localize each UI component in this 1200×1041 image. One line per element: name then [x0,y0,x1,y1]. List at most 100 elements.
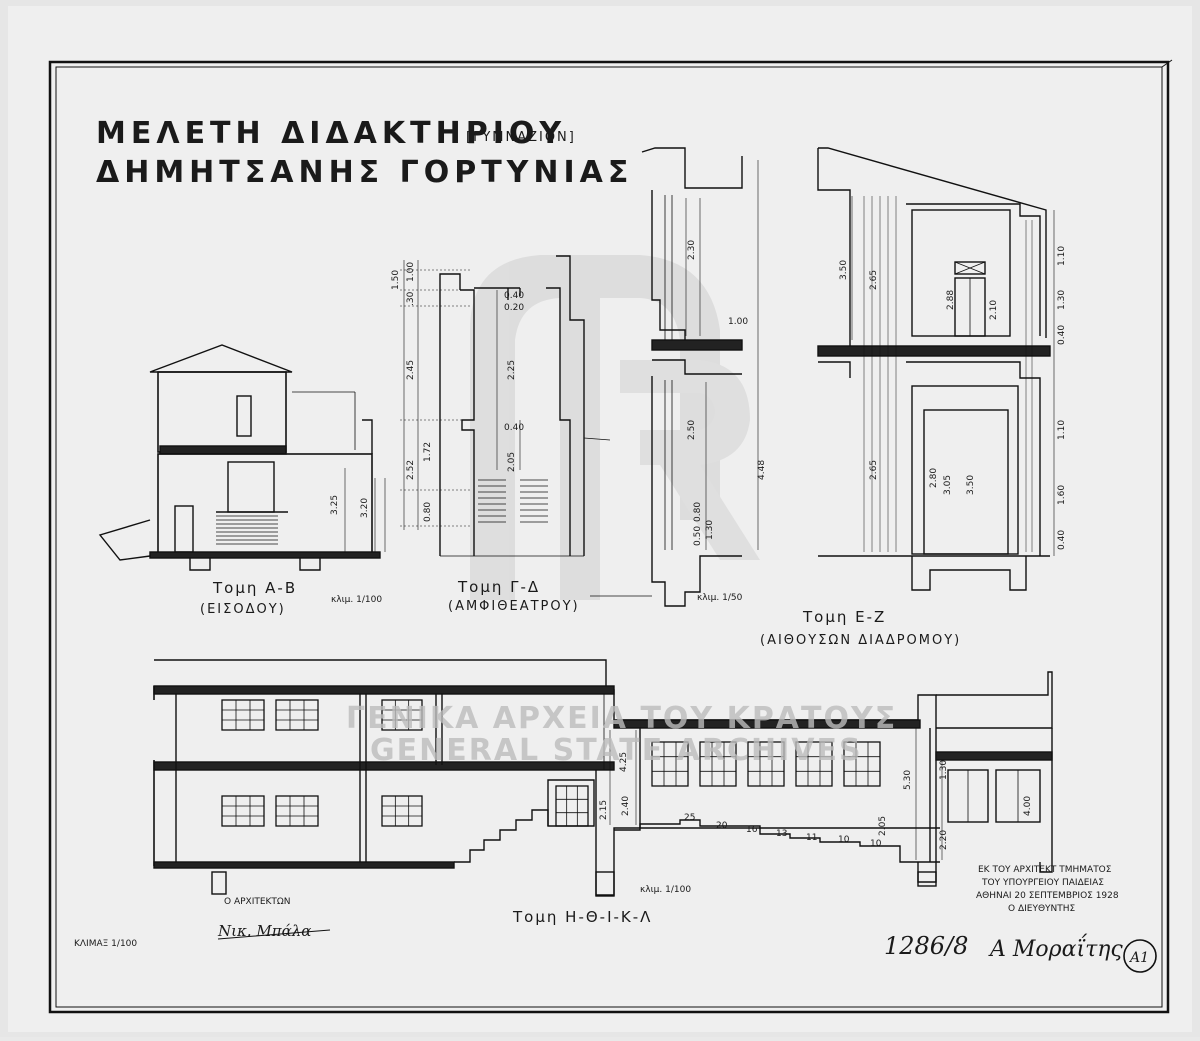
dim-gd-12: 2.05 [507,452,517,472]
dim-ez-8: 2.65 [869,460,879,480]
section-ab-scale: κλιμ. 1/100 [331,595,382,605]
drawing-scale: ΚΛΙΜΑΞ 1/100 [74,939,137,949]
step-level-5: 11 [806,833,817,843]
dim-long-2: 2.40 [621,796,631,816]
reference-number: 1286/8 [884,932,968,960]
section-ab-subtitle: (ΕΙΣΟΔΟΥ) [200,602,286,617]
dim-long-6: 2.20 [939,830,949,850]
dim-ez-14: 0.40 [1057,530,1067,550]
dim-gd-4: 2.45 [406,360,416,380]
dim-ez-7: 0.40 [1057,325,1067,345]
dim-gd-7: 0.80 [423,502,433,522]
dim-ez-11: 3.50 [966,475,976,495]
dept-line-3: ΑΘΗΝΑΙ 20 ΣΕΠΤΕΜΒΡΙΟΣ 1928 [976,891,1119,901]
window-8 [699,741,737,787]
window-3 [381,699,423,731]
dim-long-4: 5.30 [903,770,913,790]
watermark-line-1: ΓΕΝΙΚΑ ΑΡΧΕΙΑ ΤΟΥ ΚΡΑΤΟΥΣ [346,701,897,736]
dim-long-7: 4.00 [1023,796,1033,816]
dim-gd-11: 0.40 [504,423,524,433]
dim-gd-6: 1.72 [423,442,433,462]
section-gd-scale: κλιμ. 1/50 [697,593,743,603]
dim-gd-r5: 1.30 [705,520,715,540]
dim-ab-1: 3.25 [330,495,340,515]
window-4 [221,795,265,827]
dim-ez-10: 3.05 [943,475,953,495]
dim-long-1: 2.15 [599,800,609,820]
section-ab-title: Τομη Α-Β [212,579,297,597]
dim-gd-10: 2.25 [507,360,517,380]
window-1 [221,699,265,731]
dim-long-3: 4.25 [619,752,629,772]
section-ab-drawing [98,344,386,571]
dim-gd-r4: 0.50 [693,526,703,546]
architect-label: Ο ΑΡΧΙΤΕΚΤΩΝ [224,897,291,907]
drawing-title: ΜΕΛΕΤΗ ΔΙΔΑΚΤΗΡΙΟΥ [ΓΥΜΝΑΖΙΟΝ] ΔΗΜΗΤΣΑΝΗ… [96,116,633,190]
dim-gd-5: 2.52 [406,460,416,480]
architect-signature: Νικ. Μπάλα [217,922,311,940]
window-2 [275,699,319,731]
watermark-line-2: GENERAL STATE ARCHIVES [370,733,863,768]
dim-ez-9: 2.80 [929,468,939,488]
window-11 [843,741,881,787]
dim-ez-4: 2.10 [989,300,999,320]
dim-gd-8: 0.40 [504,291,524,301]
dim-long-5: 2.05 [878,816,888,836]
dim-ez-1: 3.50 [839,260,849,280]
section-gd-subtitle: (ΑΜΦΙΘΕΑΤΡΟΥ) [448,599,580,614]
step-level-1: 25 [684,813,695,823]
dim-gd-1: 1.50 [391,270,401,290]
dim-long-8: 1.30 [939,760,949,780]
step-level-3: 16 [746,825,758,835]
section-ez-subtitle: (ΑΙΘΟΥΣΩΝ ΔΙΑΔΡΟΜΟΥ) [760,633,961,648]
dim-gd-r2: 2.50 [687,420,697,440]
dim-ez-12: 1.10 [1057,420,1067,440]
long-section-windows [221,699,881,827]
title-line-2: ΔΗΜΗΤΣΑΝΗΣ ΓΟΡΤΥΝΙΑΣ [96,155,633,190]
dim-gd-r7: 1.00 [728,317,748,327]
section-gd-stair-drawing [590,147,759,607]
step-level-6: 10 [838,835,850,845]
title-line-1: ΜΕΛΕΤΗ ΔΙΔΑΚΤΗΡΙΟΥ [96,116,566,151]
section-long-scale: κλιμ. 1/100 [640,885,691,895]
step-level-2: 20 [716,821,728,831]
window-9 [747,741,785,787]
section-gd-drawing [400,255,611,557]
dim-gd-r6: 4.48 [757,460,767,480]
dim-gd-r3: 0.80 [693,502,703,522]
window-6 [381,795,423,827]
sheet-frame [48,59,1173,1014]
section-long-title: Τομη Η-Θ-Ι-Κ-Λ [512,908,652,926]
dim-ez-5: 1.10 [1057,246,1067,266]
window-10 [795,741,833,787]
dim-ez-13: 1.60 [1057,485,1067,505]
dim-ez-2: 2.65 [869,270,879,290]
director-signature: Α Μοραΐτης [988,933,1123,962]
dim-gd-2: 1.00 [406,262,416,282]
dim-ez-6: 1.30 [1057,290,1067,310]
dept-line-2: ΤΟΥ ΥΠΟΥΡΓΕΙΟΥ ΠΑΙΔΕΙΑΣ [981,878,1104,888]
dim-gd-9: 0.20 [504,303,524,313]
section-ez-title: Τομη Ε-Ζ [802,608,886,626]
step-level-4: 13 [776,829,787,839]
sheet-number: Α1 [1128,950,1149,966]
archive-watermark: ΓΕΝΙΚΑ ΑΡΧΕΙΑ ΤΟΥ ΚΡΑΤΟΥΣ GENERAL STATE … [346,701,897,768]
dept-line-4: Ο ΔΙΕΥΘΥΝΤΗΣ [1008,904,1076,914]
step-levels: 25 20 16 13 11 10 10 [684,813,882,849]
dept-line-1: ΕΚ ΤΟΥ ΑΡΧΙΤΕΚΤ ΤΜΗΜΑΤΟΣ [978,865,1112,875]
sheet-number-circle [1123,939,1157,973]
archive-logo-watermark [470,255,760,600]
section-ez-drawing [817,147,1055,591]
dim-ab-2: 3.20 [360,498,370,518]
window-7 [651,741,689,787]
window-5 [275,795,319,827]
title-bracket: [ΓΥΜΝΑΖΙΟΝ] [466,130,576,145]
window-12 [555,785,589,827]
section-gd-title: Τομη Γ-Δ [457,578,540,596]
dim-gd-3: .30 [406,291,416,306]
dim-gd-r1: 2.30 [687,240,697,260]
step-level-7: 10 [870,839,882,849]
section-long-drawing [153,659,1053,897]
